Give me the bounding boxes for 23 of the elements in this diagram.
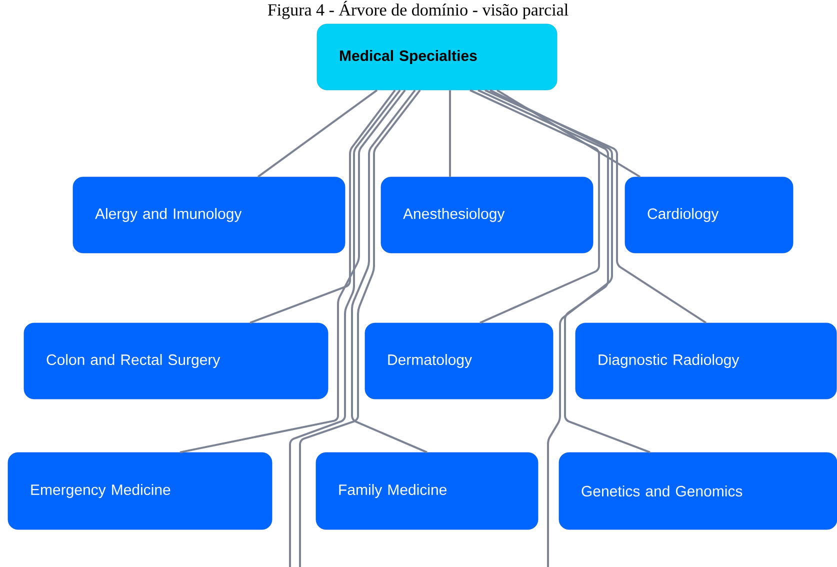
topic-box: Genetics and Genomics (558, 452, 837, 530)
topic-box: Dermatology (364, 322, 554, 400)
connector-line (478, 89, 650, 454)
connector-line (470, 89, 600, 324)
topic-box: Cardiology (624, 176, 794, 254)
topic-box: Alergy and Imunology (72, 176, 346, 254)
root-topic-box: Medical Specialties (316, 24, 558, 90)
connector-line (180, 90, 406, 454)
topic-box: Diagnostic Radiology (575, 322, 837, 400)
connector-line (289, 90, 401, 567)
connector-line (490, 89, 613, 567)
connector-line (299, 90, 421, 567)
topic-box: Anesthesiology (380, 176, 594, 254)
figure-title: Figura 4 - Árvore de domínio - visão parcial (268, 0, 568, 20)
connector-line (449, 90, 451, 177)
connector-line (484, 89, 707, 324)
topic-box: Colon and Rectal Surgery (24, 322, 328, 400)
connector-line (250, 90, 396, 324)
connector-line (496, 89, 641, 178)
topic-box: Family Medicine (316, 452, 538, 530)
connector-line (351, 90, 428, 454)
topic-box: Emergency Medicine (8, 452, 272, 530)
connector-line (257, 89, 378, 178)
